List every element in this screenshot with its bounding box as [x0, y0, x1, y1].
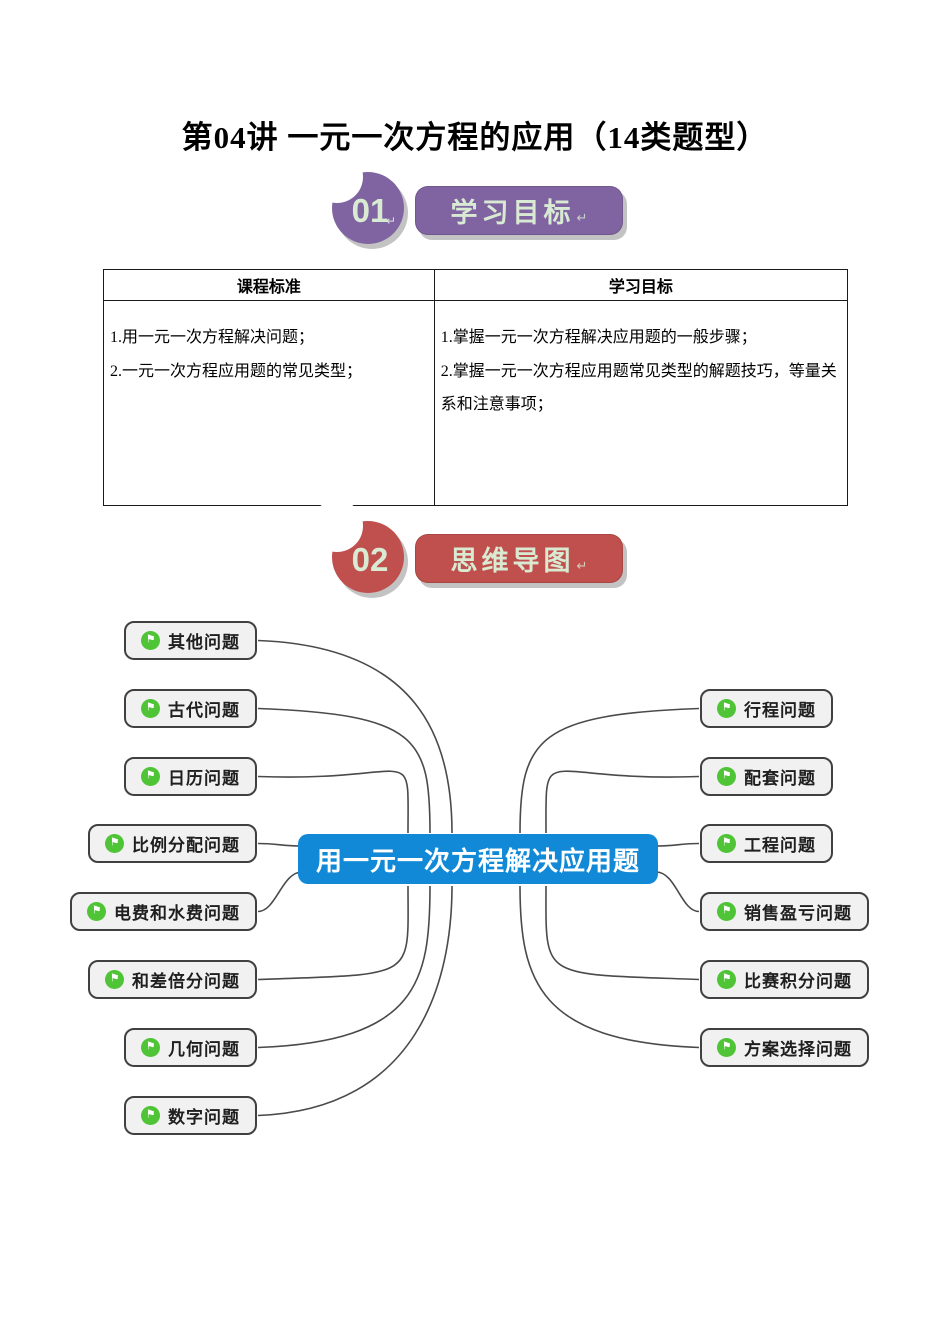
mindmap-node-label: 日历问题	[168, 769, 240, 788]
return-mark-icon: ↵	[385, 214, 396, 228]
table-header-learning-goal: 学习目标	[433, 269, 849, 301]
mindmap-node-label: 几何问题	[168, 1040, 240, 1059]
section-01-title: 学习目标	[450, 198, 575, 228]
mindmap-node-label: 比赛积分问题	[744, 972, 852, 991]
return-mark-icon: ↵	[576, 558, 588, 573]
flag-icon	[105, 970, 124, 989]
section-01-number-text: 01	[351, 191, 389, 229]
mindmap-node-sum-difference: 和差倍分问题	[88, 960, 257, 999]
flag-icon	[87, 902, 106, 921]
flag-icon	[717, 1038, 736, 1057]
section-02-number-text: 02	[351, 540, 389, 578]
flag-icon	[141, 1106, 160, 1125]
learning-goal-item: 2.掌握一元一次方程应用题常见类型的解题技巧，等量关系和注意事项；	[440, 362, 837, 414]
mindmap-node-engineering: 工程问题	[700, 824, 833, 863]
mindmap-node-plan-selection: 方案选择问题	[700, 1028, 869, 1067]
mindmap-node-label: 配套问题	[744, 769, 816, 788]
flag-icon	[141, 631, 160, 650]
flag-icon	[717, 902, 736, 921]
section-02-number: 02	[332, 521, 404, 593]
flag-icon	[105, 834, 124, 853]
flag-icon	[717, 767, 736, 786]
mindmap-node-label: 行程问题	[744, 701, 816, 720]
learning-goal-cell: 1.掌握一元一次方程解决应用题的一般步骤； 2.掌握一元一次方程应用题常见类型的…	[433, 300, 849, 506]
mindmap-node-ancient: 古代问题	[124, 689, 257, 728]
mindmap-node-proportion: 比例分配问题	[88, 824, 257, 863]
table-row: 1.用一元一次方程解决问题； 2.一元一次方程应用题的常见类型； 1.掌握一元一…	[103, 300, 849, 506]
section-02-number-badge: 02	[311, 500, 404, 593]
mindmap-node-geometry: 几何问题	[124, 1028, 257, 1067]
mindmap-node-label: 工程问题	[744, 836, 816, 855]
return-mark-icon: ↵	[576, 210, 588, 225]
mindmap-node-journey: 行程问题	[700, 689, 833, 728]
mindmap-node-calendar: 日历问题	[124, 757, 257, 796]
flag-icon	[717, 970, 736, 989]
mindmap-node-label: 数字问题	[168, 1108, 240, 1127]
objectives-table: 课程标准 学习目标 1.用一元一次方程解决问题； 2.一元一次方程应用题的常见类…	[103, 269, 849, 506]
mindmap-node-label: 销售盈亏问题	[744, 904, 852, 923]
flag-icon	[141, 1038, 160, 1057]
mindmap-node-label: 古代问题	[168, 701, 240, 720]
mindmap-node-label: 方案选择问题	[744, 1040, 852, 1059]
mindmap-node-match-points: 比赛积分问题	[700, 960, 869, 999]
course-standard-cell: 1.用一元一次方程解决问题； 2.一元一次方程应用题的常见类型；	[103, 300, 435, 506]
course-standard-item: 1.用一元一次方程解决问题；	[110, 329, 315, 346]
flag-icon	[141, 699, 160, 718]
mindmap-node-other: 其他问题	[124, 621, 257, 660]
flag-icon	[717, 699, 736, 718]
flag-icon	[141, 767, 160, 786]
mindmap-node-label: 比例分配问题	[132, 836, 240, 855]
table-header-course-standard: 课程标准	[103, 269, 435, 301]
section-01-title-pill: 学习目标 ↵	[415, 186, 623, 235]
section-01-number-badge: 01 ↵	[311, 151, 404, 244]
learning-goal-item: 1.掌握一元一次方程解决应用题的一般步骤；	[440, 329, 757, 346]
course-standard-item: 2.一元一次方程应用题的常见类型；	[110, 362, 363, 380]
flag-icon	[717, 834, 736, 853]
page-title: 第04讲 一元一次方程的应用（14类题型）	[181, 120, 769, 155]
mindmap-node-label: 其他问题	[168, 633, 240, 652]
mindmap-node-matching: 配套问题	[700, 757, 833, 796]
mindmap-node-sales-profit: 销售盈亏问题	[700, 892, 869, 931]
section-02-title: 思维导图	[450, 546, 575, 576]
section-02-title-pill: 思维导图 ↵	[415, 534, 623, 583]
mindmap-node-utility-fee: 电费和水费问题	[70, 892, 257, 931]
mindmap-node-number: 数字问题	[124, 1096, 257, 1135]
mindmap-center-node: 用一元一次方程解决应用题	[298, 834, 658, 884]
mindmap-node-label: 电费和水费问题	[114, 904, 240, 923]
section-01-number: 01	[332, 172, 404, 244]
mindmap-node-label: 和差倍分问题	[132, 972, 240, 991]
